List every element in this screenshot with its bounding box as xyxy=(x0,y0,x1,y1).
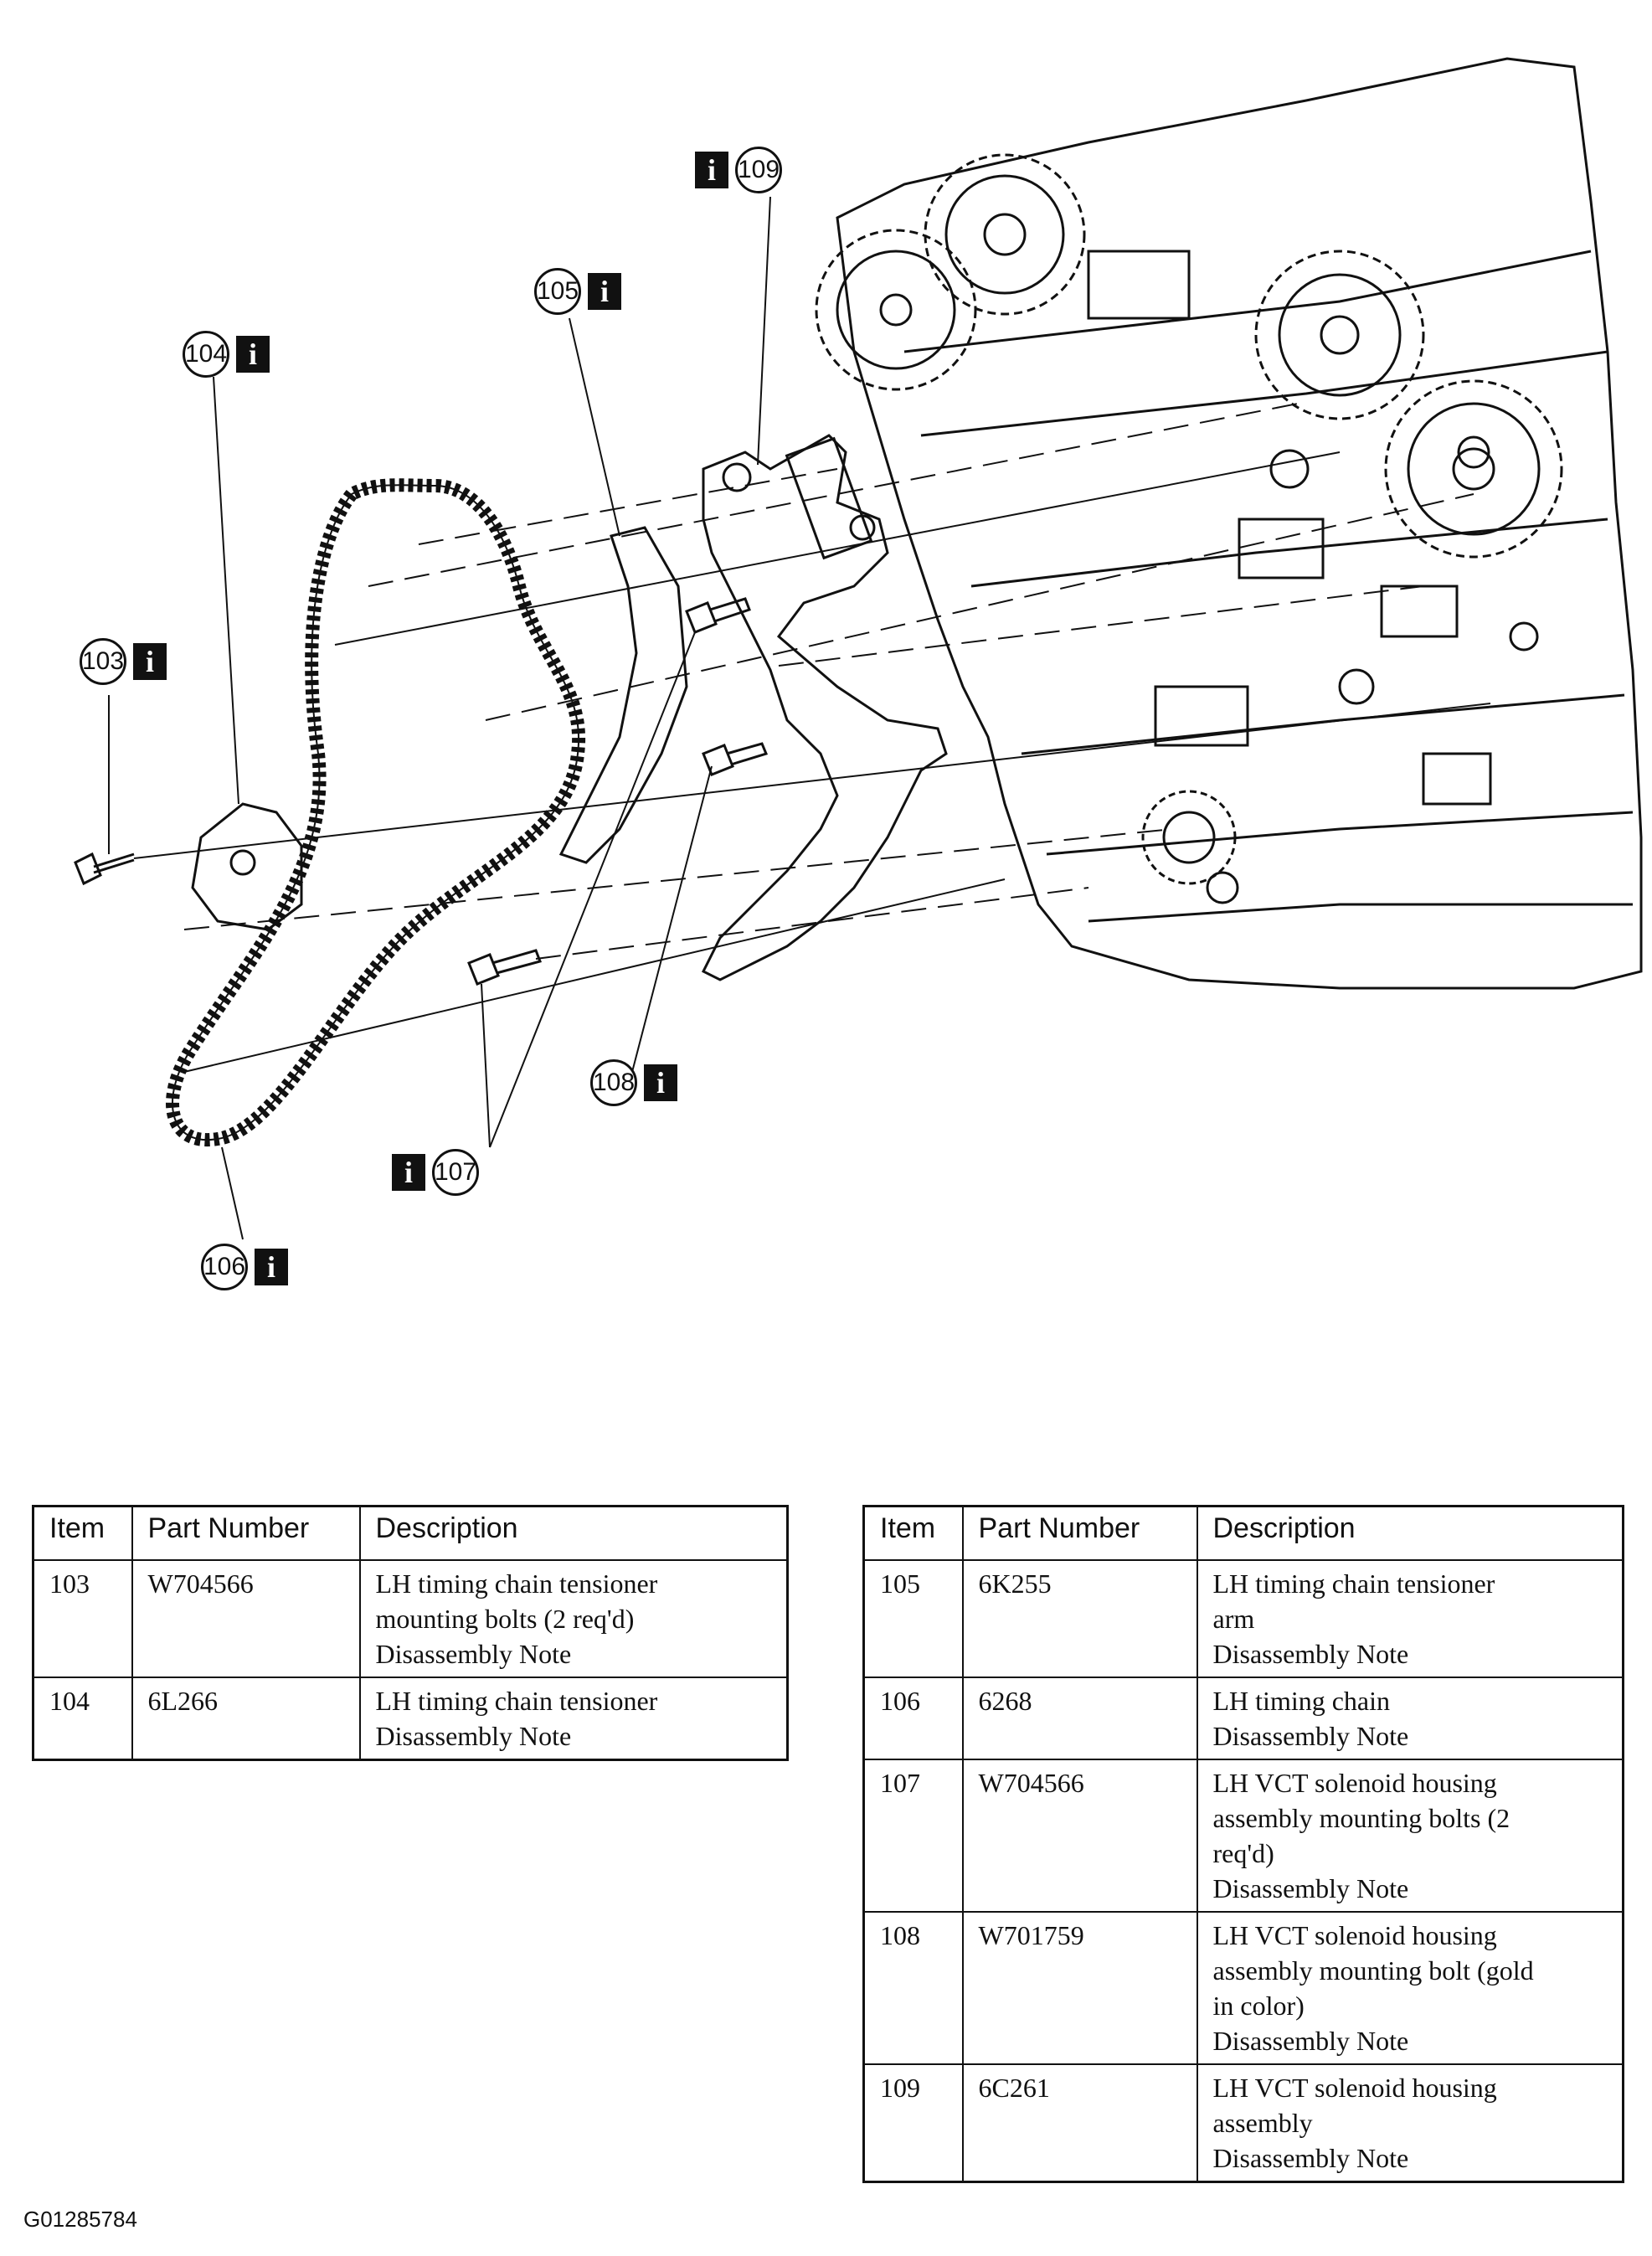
item-cell: 107 xyxy=(862,1759,964,1913)
description-line: in color) xyxy=(1212,1991,1305,2021)
callout-107: i 107 xyxy=(392,1149,479,1196)
item-cell: 105 xyxy=(862,1559,964,1678)
description-line: LH VCT solenoid housing xyxy=(1212,1768,1497,1798)
part-number-cell: 6K255 xyxy=(961,1559,1198,1678)
table-header-row: Item Part Number Description xyxy=(32,1505,789,1561)
callout-number: 109 xyxy=(735,147,782,193)
column-header-part-number: Part Number xyxy=(961,1505,1198,1561)
table-row: 109 6C261 LH VCT solenoid housing assemb… xyxy=(862,2063,1624,2183)
description-line: assembly mounting bolt (gold xyxy=(1212,1955,1534,1986)
table-row: 105 6K255 LH timing chain tensioner arm … xyxy=(862,1559,1624,1678)
info-icon[interactable]: i xyxy=(236,336,270,373)
table-row: 106 6268 LH timing chain Disassembly Not… xyxy=(862,1677,1624,1760)
description-cell: LH VCT solenoid housing assembly Disasse… xyxy=(1196,2063,1624,2183)
description-line: assembly mounting bolts (2 xyxy=(1212,1803,1510,1833)
callout-number: 107 xyxy=(432,1149,479,1196)
disassembly-note-link[interactable]: Disassembly Note xyxy=(375,1639,572,1669)
info-icon[interactable]: i xyxy=(588,273,621,310)
part-number-cell: 6268 xyxy=(961,1677,1198,1760)
callout-109: i 109 xyxy=(695,147,782,193)
description-cell: LH VCT solenoid housing assembly mountin… xyxy=(1196,1759,1624,1913)
figure-id: G01285784 xyxy=(23,2207,137,2232)
vct-solenoid-housing xyxy=(701,434,948,981)
disassembly-note-link[interactable]: Disassembly Note xyxy=(1212,1639,1409,1669)
description-line: LH timing chain tensioner xyxy=(375,1686,658,1716)
callout-103: 103 i xyxy=(80,638,167,685)
part-number-cell: 6C261 xyxy=(961,2063,1198,2183)
table-row: 103 W704566 LH timing chain tensioner mo… xyxy=(32,1559,789,1678)
description-line: arm xyxy=(1212,1604,1255,1634)
parts-table-right: Item Part Number Description 105 6K255 L… xyxy=(862,1505,1624,2183)
description-line: LH VCT solenoid housing xyxy=(1212,1920,1497,1950)
callout-106: 106 i xyxy=(201,1244,288,1290)
description-cell: LH timing chain tensioner mounting bolts… xyxy=(358,1559,789,1678)
description-line: LH timing chain tensioner xyxy=(1212,1568,1495,1599)
item-cell: 109 xyxy=(862,2063,964,2183)
description-line: req'd) xyxy=(1212,1838,1274,1868)
part-number-cell: W701759 xyxy=(961,1911,1198,2065)
callout-number: 106 xyxy=(201,1244,248,1290)
column-header-item: Item xyxy=(862,1505,964,1561)
disassembly-note-link[interactable]: Disassembly Note xyxy=(1212,2143,1409,2173)
callout-number: 103 xyxy=(80,638,126,685)
info-icon[interactable]: i xyxy=(644,1064,677,1101)
table-header-row: Item Part Number Description xyxy=(862,1505,1624,1561)
item-cell: 104 xyxy=(32,1677,133,1761)
description-cell: LH timing chain Disassembly Note xyxy=(1196,1677,1624,1760)
callout-105: 105 i xyxy=(534,268,621,315)
item-cell: 106 xyxy=(862,1677,964,1760)
description-cell: LH VCT solenoid housing assembly mountin… xyxy=(1196,1911,1624,2065)
part-number-cell: W704566 xyxy=(131,1559,361,1678)
description-cell: LH timing chain tensioner Disassembly No… xyxy=(358,1677,789,1761)
disassembly-note-link[interactable]: Disassembly Note xyxy=(1212,2026,1409,2056)
disassembly-note-link[interactable]: Disassembly Note xyxy=(375,1721,572,1751)
callout-108: 108 i xyxy=(590,1059,677,1106)
table-row: 107 W704566 LH VCT solenoid housing asse… xyxy=(862,1759,1624,1913)
disassembly-note-link[interactable]: Disassembly Note xyxy=(1212,1873,1409,1903)
table-row: 108 W701759 LH VCT solenoid housing asse… xyxy=(862,1911,1624,2065)
part-number-cell: W704566 xyxy=(961,1759,1198,1913)
part-number-cell: 6L266 xyxy=(131,1677,361,1761)
info-icon[interactable]: i xyxy=(392,1154,425,1191)
disassembly-note-link[interactable]: Disassembly Note xyxy=(1212,1721,1409,1751)
callout-number: 105 xyxy=(534,268,581,315)
column-header-part-number: Part Number xyxy=(131,1505,361,1561)
callout-number: 108 xyxy=(590,1059,637,1106)
column-header-item: Item xyxy=(32,1505,133,1561)
item-cell: 108 xyxy=(862,1911,964,2065)
bolt-108 xyxy=(702,742,769,776)
item-cell: 103 xyxy=(32,1559,133,1678)
callout-104: 104 i xyxy=(183,331,270,378)
description-line: LH timing chain tensioner xyxy=(375,1568,658,1599)
info-icon[interactable]: i xyxy=(133,643,167,680)
description-line: LH VCT solenoid housing xyxy=(1212,2073,1497,2103)
description-line: assembly xyxy=(1212,2108,1313,2138)
tensioner-arm xyxy=(558,526,688,864)
column-header-description: Description xyxy=(1196,1505,1624,1561)
exploded-view-diagram xyxy=(74,57,1643,1240)
bolt-107-lower xyxy=(467,949,542,986)
info-icon[interactable]: i xyxy=(255,1249,288,1285)
callout-number: 104 xyxy=(183,331,229,378)
chain-tensioner xyxy=(191,802,303,931)
description-cell: LH timing chain tensioner arm Disassembl… xyxy=(1196,1559,1624,1678)
bolt-107-upper xyxy=(685,597,751,634)
table-row: 104 6L266 LH timing chain tensioner Disa… xyxy=(32,1677,789,1761)
info-icon[interactable]: i xyxy=(695,152,728,188)
bolt-103 xyxy=(74,852,135,886)
description-line: LH timing chain xyxy=(1212,1686,1391,1716)
description-line: mounting bolts (2 req'd) xyxy=(375,1604,635,1634)
camshaft-sprockets xyxy=(815,153,1563,885)
parts-table-left: Item Part Number Description 103 W704566… xyxy=(32,1505,789,1761)
column-header-description: Description xyxy=(358,1505,789,1561)
